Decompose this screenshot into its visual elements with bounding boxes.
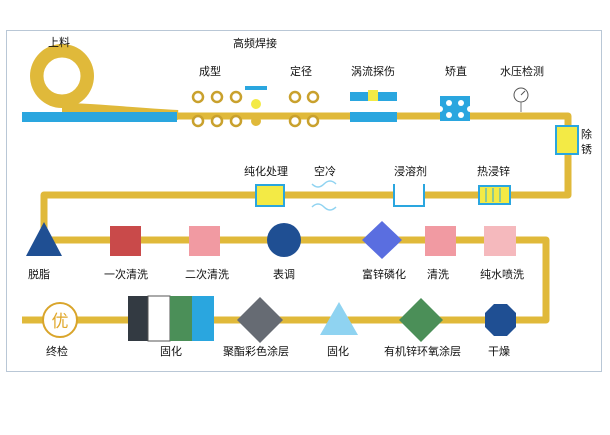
flux-tank-icon	[393, 184, 425, 207]
label-epoxy-coat: 有机锌环氧涂层	[384, 344, 461, 358]
straightener-icon	[437, 96, 473, 121]
label-rinse2: 二次清洗	[185, 267, 229, 281]
pressure-gauge-icon	[513, 87, 529, 112]
label-degrease: 脱脂	[28, 267, 50, 281]
label-water-test: 水压检测	[500, 64, 544, 78]
air-cool-icon	[311, 180, 337, 211]
galvanizing-tank-icon	[478, 185, 511, 205]
label-rinse1: 一次清洗	[104, 267, 148, 281]
polyester-coating-icon	[237, 297, 283, 343]
label-air-cool: 空冷	[314, 164, 336, 178]
label-cure-1: 固化	[327, 344, 349, 358]
degrease-tank-icon	[26, 222, 62, 256]
loading-conveyor	[22, 112, 177, 122]
label-load: 上料	[48, 35, 70, 49]
hf-welder-icon	[245, 86, 267, 126]
curing-oven-2-icon	[128, 295, 214, 342]
label-pure-water: 纯水喷洗	[480, 268, 524, 281]
label-cure-2: 固化	[160, 344, 182, 358]
label-passivation: 纯化处理	[244, 164, 288, 178]
final-check-seal-icon	[42, 302, 78, 338]
coil-icon	[30, 44, 179, 120]
label-galvanize: 热浸锌	[477, 164, 510, 178]
label-hf-weld: 高频焊接	[233, 36, 277, 50]
seal-text: 优	[52, 312, 69, 332]
label-sizing: 定径	[290, 64, 312, 78]
surface-adjust-tank-icon	[267, 223, 301, 257]
rinse2-tank-icon	[189, 226, 220, 256]
label-flux: 浸溶剂	[394, 164, 427, 178]
passivation-tank-icon	[255, 184, 285, 207]
derust-tank-icon	[555, 125, 579, 155]
label-straighten: 矫直	[445, 64, 467, 78]
label-derust-1: 除	[581, 127, 592, 141]
label-dry: 干燥	[488, 345, 510, 358]
dryer-icon	[485, 304, 516, 336]
label-poly-coat: 聚酯彩色涂层	[223, 344, 289, 358]
rinse-tank-icon	[425, 226, 456, 256]
label-forming: 成型	[199, 64, 221, 78]
label-zinc-phos: 富锌磷化	[362, 267, 406, 281]
epoxy-coating-icon	[399, 298, 443, 342]
diagram-frame	[6, 30, 602, 372]
eddy-current-tester-icon	[350, 90, 397, 122]
forming-rollers-icon	[191, 90, 243, 128]
pure-water-spray-icon	[484, 226, 516, 256]
label-derust-2: 锈	[581, 143, 592, 156]
label-rinse: 清洗	[427, 268, 449, 281]
label-surface-adjust: 表调	[273, 267, 295, 281]
sizing-rollers-icon	[288, 90, 320, 128]
label-final-check: 终检	[46, 344, 68, 358]
zinc-phosphate-tank-icon	[362, 221, 402, 259]
label-eddy: 涡流探伤	[351, 64, 395, 78]
conveyor-line	[22, 112, 572, 324]
rinse1-tank-icon	[110, 226, 141, 256]
curing-oven-1-icon	[320, 302, 358, 335]
